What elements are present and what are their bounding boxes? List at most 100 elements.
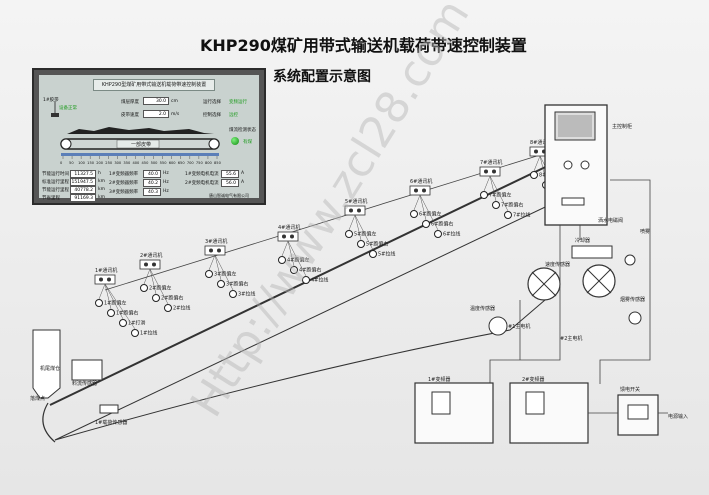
comm-unit-box	[204, 245, 226, 256]
sensor-label: 6#拉线	[443, 231, 460, 238]
hmi-scale-label: 600	[169, 161, 177, 165]
hmi-scale-label: 300	[114, 161, 122, 165]
hmi-belt-status: 设备正常	[59, 106, 77, 111]
inverter-1-panel	[431, 391, 451, 415]
sensor-cable	[208, 254, 216, 271]
load-sensor	[99, 404, 119, 414]
hmi-current-unit: A	[241, 171, 245, 176]
drive-drum-b-x2	[586, 268, 612, 294]
hmi-current-label: 1#变频电机电流	[185, 172, 219, 177]
comm-unit-led-icon	[282, 234, 286, 239]
comm-unit-label: 8#通讯机	[530, 139, 552, 146]
drive-drum-a-x2	[531, 271, 557, 297]
hmi-coal-profile	[67, 127, 214, 134]
sensor-icon	[205, 270, 213, 278]
sensor-cable	[143, 268, 151, 285]
hmi-stat-value: 40778.2	[70, 186, 96, 194]
power-switch-panel	[627, 404, 649, 420]
comm-unit-label: 7#通讯机	[480, 159, 502, 166]
hmi-control-label: 控制选择	[203, 113, 221, 118]
sensor-icon	[229, 290, 237, 298]
return-belt	[54, 299, 546, 441]
hmi-scale-label: 550	[160, 161, 168, 165]
sensor-label: 5#跑偏右	[366, 241, 388, 248]
comm-unit-label: 6#通讯机	[410, 178, 432, 185]
hmi-current-value: 56.0	[221, 179, 239, 187]
sensor-label: 1#跑偏左	[104, 300, 126, 307]
sensor-cable	[104, 283, 124, 320]
cabinet-switch-icon	[580, 160, 590, 170]
sensor-label: 1#拉线	[140, 330, 157, 337]
hmi-scale-label: 500	[151, 161, 159, 165]
sensor-cable	[348, 214, 356, 231]
hmi-scale-label: 0	[60, 161, 63, 165]
sensor-cable	[149, 268, 169, 305]
cabling	[489, 179, 651, 384]
sensor-label: 4#跑偏左	[287, 257, 309, 264]
coal-flow-sensor	[71, 359, 103, 381]
comm-unit-led-icon	[217, 248, 221, 253]
sensor-icon	[95, 299, 103, 307]
hmi-scale-bar	[61, 153, 219, 156]
sensor-cable	[287, 240, 307, 277]
sensor-icon	[164, 304, 172, 312]
hmi-belt-name-box	[116, 139, 160, 149]
hmi-thickness-unit: cm	[171, 99, 178, 104]
hmi-belt-pulley-left	[60, 138, 72, 150]
sensor-label: 7#跑偏左	[489, 192, 511, 199]
hmi-freq-label: 3#变频器频率	[109, 190, 139, 195]
cabinet-nameplate	[561, 197, 585, 206]
sensor-label: 1#打滑	[128, 320, 145, 327]
sensor-label: 3#跑偏右	[226, 281, 248, 288]
hmi-belt-label: 1#胶带	[43, 98, 59, 103]
coal-discharge-label: 落煤点	[30, 395, 45, 402]
hmi-current-label: 2#变频电机电流	[185, 181, 219, 186]
hmi-chute	[51, 113, 59, 117]
sensor-label: 1#跑偏右	[116, 310, 138, 317]
sensor-icon	[217, 280, 225, 288]
diagram-subtitle: 系统配置示意图	[273, 69, 371, 85]
sensor-icon	[434, 230, 442, 238]
sensor-cable	[104, 283, 112, 310]
hmi-freq-unit: Hz	[163, 180, 169, 185]
hmi-control-value: 远控	[229, 113, 238, 118]
comm-unit-box	[479, 166, 501, 177]
sensor-icon	[278, 256, 286, 264]
comm-unit-led-icon	[152, 262, 156, 267]
sensor-label: 7#拉线	[513, 212, 530, 219]
sensor-label: 3#跑偏左	[214, 271, 236, 278]
sensor-icon	[504, 211, 512, 219]
comm-unit-label: 5#通讯机	[345, 198, 367, 205]
sensor-label: 2#跑偏右	[161, 295, 183, 302]
hmi-stat-unit: h	[98, 171, 101, 176]
hmi-stat-label: 节省里程	[42, 196, 60, 201]
sensor-cable	[281, 240, 289, 257]
comm-bus	[104, 154, 541, 291]
diagram-title: KHP290煤矿用带式输送机载荷带速控制装置	[200, 36, 527, 55]
comm-unit-label: 4#通讯机	[278, 224, 300, 231]
sensor-icon	[480, 191, 488, 199]
sensor-label: 5#跑偏左	[354, 231, 376, 238]
cabinet-screen-inner	[558, 115, 592, 137]
hmi-scale-label: 850	[214, 161, 222, 165]
power-switch-label: 馈电开关	[620, 386, 640, 393]
hmi-detect-indicator-icon	[231, 137, 239, 145]
hmi-screen: KHP290型煤矿用带式输送机载荷带速控制装置 1#胶带 设备正常 煤层厚度 3…	[32, 68, 266, 205]
hmi-freq-label: 1#变频器频率	[109, 172, 139, 177]
comm-unit-label: 1#通讯机	[95, 267, 117, 274]
inverter-2-label: 2#变频器	[522, 376, 544, 383]
sensor-label: 6#跑偏左	[419, 211, 441, 218]
hmi-detect-value: 有煤	[243, 140, 252, 145]
coal-bunker-label: 机尾煤仓	[40, 365, 60, 372]
sensor-icon	[107, 309, 115, 317]
comm-unit-led-icon	[484, 169, 488, 174]
power-input-label: 电源输入	[668, 413, 688, 420]
sensor-cable	[214, 254, 234, 291]
hmi-run-label: 运行选择	[203, 100, 221, 105]
hmi-thickness-label: 煤层厚度	[121, 100, 139, 105]
sensor-icon	[290, 266, 298, 274]
